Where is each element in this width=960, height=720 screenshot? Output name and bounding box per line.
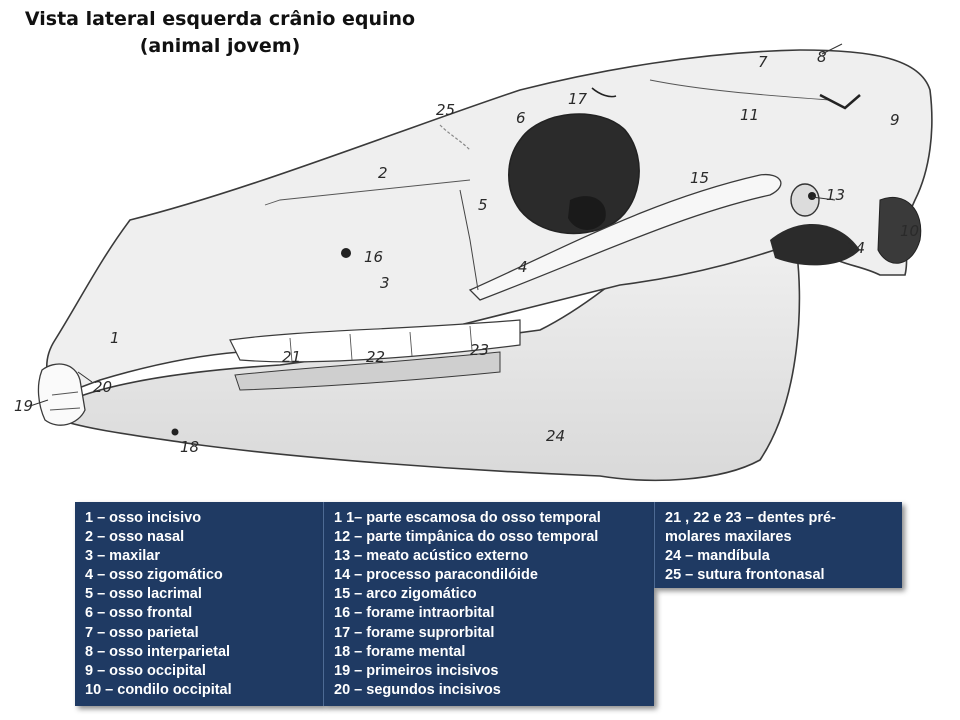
callout-16: 16 — [364, 248, 383, 266]
legend-item: 13 – meato acústico externo — [334, 548, 529, 565]
legend-item: 15 – arco zigomático — [334, 586, 477, 603]
callout-19: 19 — [14, 397, 33, 415]
legend-item: 20 – segundos incisivos — [334, 681, 501, 698]
legend-column-1: 1 – osso incisivo 2 – osso nasal 3 – max… — [75, 502, 323, 706]
callout-10: 10 — [900, 222, 919, 240]
callout-4: 4 — [518, 258, 528, 276]
external-acoustic-meatus — [790, 183, 820, 217]
legend-item: 1 1– parte escamosa do osso temporal — [334, 510, 601, 526]
callout-20: 20 — [93, 378, 112, 396]
legend-item: 6 – osso frontal — [85, 605, 193, 622]
legend-item: 12 – parte timpânica do osso temporal — [334, 529, 599, 546]
legend-item: 2 – osso nasal — [85, 529, 185, 546]
callout-8: 8 — [817, 48, 827, 66]
callout-18: 18 — [180, 438, 199, 456]
legend-column-2: 1 1– parte escamosa do osso temporal 12 … — [323, 502, 654, 706]
orbit — [508, 113, 640, 235]
mandible — [58, 195, 801, 482]
horse-skull-illustration: 1 2 3 4 5 6 7 8 9 10 11 13 14 15 16 17 1… — [14, 43, 933, 482]
callout-1: 1 — [110, 329, 120, 347]
infraorbital-foramen — [341, 248, 351, 258]
callout-24: 24 — [546, 427, 565, 445]
callout-9: 9 — [890, 111, 900, 129]
legend-column-3: 21 , 22 e 23 – dentes pré- molares maxil… — [654, 502, 902, 588]
legend-item: 3 – maxilar — [85, 548, 160, 565]
legend-item: 19 – primeiros incisivos — [334, 662, 499, 679]
legend-item: 4 – osso zigomático — [85, 567, 223, 584]
callout-5: 5 — [478, 196, 488, 214]
callout-6: 6 — [516, 109, 526, 127]
legend-item: 5 – osso lacrimal — [85, 586, 202, 603]
legend-item: 1 – osso incisivo — [85, 510, 202, 526]
callout-13: 13 — [826, 186, 845, 204]
temporal-fossa — [770, 223, 860, 266]
lower-cheek-teeth — [234, 351, 501, 391]
callout-11: 11 — [740, 106, 759, 124]
legend-item: 25 – sutura frontonasal — [665, 567, 825, 584]
callout-2: 2 — [378, 164, 388, 182]
supraorbital-foramen — [591, 87, 617, 98]
legend-item: 14 – processo paracondilóide — [334, 567, 538, 584]
callout-3: 3 — [380, 274, 390, 292]
upper-premolars — [229, 319, 521, 363]
legend-item: 16 – forame intraorbital — [334, 605, 495, 622]
zygomatic-arch — [468, 173, 782, 301]
callout-7: 7 — [758, 53, 768, 71]
legend-item: 8 – osso interparietal — [85, 643, 231, 660]
callout-14: 14 — [846, 239, 865, 257]
legend-item: 9 – osso occipital — [85, 662, 206, 679]
occipital-condyle — [877, 196, 922, 264]
callout-17: 17 — [568, 90, 588, 108]
callout-25: 25 — [436, 101, 455, 119]
legend-item: molares maxilares — [665, 529, 792, 546]
callout-22: 22 — [366, 348, 385, 366]
callout-23: 23 — [470, 341, 489, 359]
legend-item: 10 – condilo occipital — [85, 681, 232, 698]
legend-item: 7 – osso parietal — [85, 624, 199, 641]
legend-item: 24 – mandíbula — [665, 548, 770, 565]
title-line-1: Vista lateral esquerda crânio equino — [24, 8, 416, 30]
callout-15: 15 — [690, 169, 709, 187]
legend-item: 17 – forame suprorbital — [334, 624, 495, 641]
callout-21: 21 — [282, 348, 301, 366]
legend-item: 21 , 22 e 23 – dentes pré- — [665, 510, 836, 526]
title-line-2: (animal jovem) — [139, 35, 301, 57]
page-title: Vista lateral esquerda crânio equino (an… — [0, 6, 440, 60]
legend-item: 18 – forame mental — [334, 643, 466, 660]
mental-foramen — [171, 428, 179, 436]
